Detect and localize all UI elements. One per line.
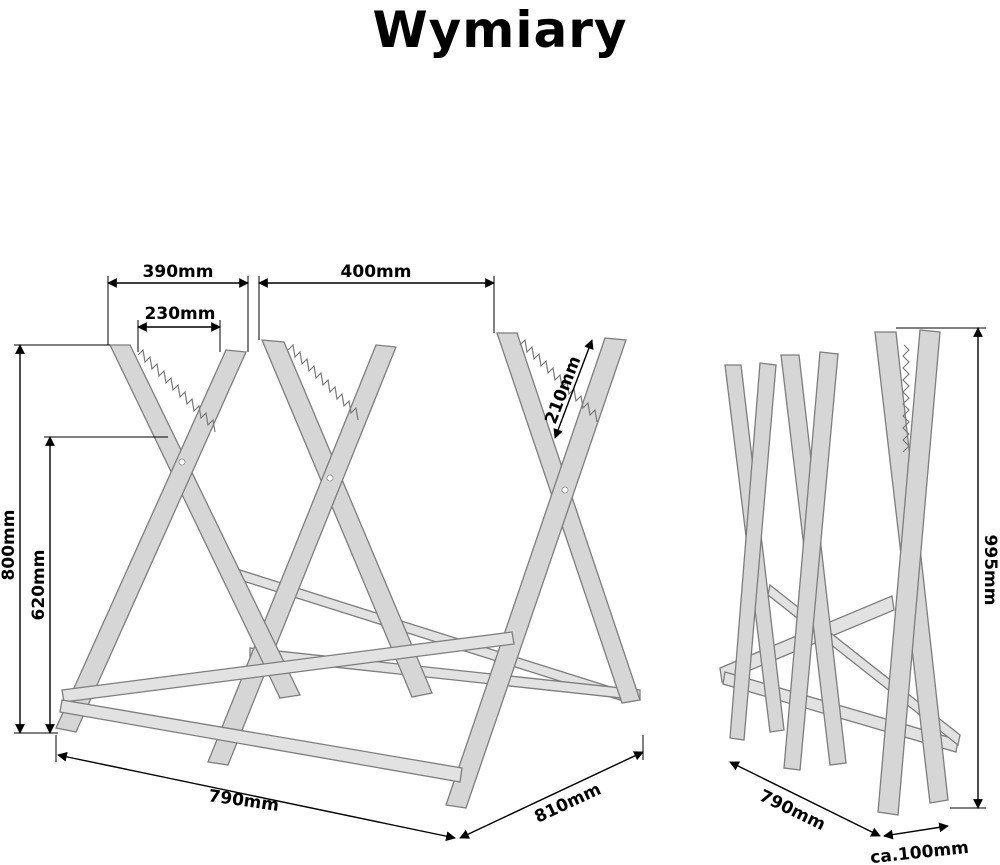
dim-folded-depth: ca.100mm: [869, 838, 969, 865]
front-frame-leg-a: [108, 344, 301, 699]
folded-frame-3-teeth: [902, 344, 910, 453]
folded-frame-1-leg-b: [729, 362, 777, 741]
dim-top-width-outer: 390mm: [143, 262, 214, 282]
front-frame-teeth: [137, 348, 216, 433]
front-bar-lower: [59, 699, 463, 783]
front-frame-leg-b: [55, 349, 247, 733]
middle-frame-leg-a: [260, 339, 433, 698]
dim-base-length: 790mm: [207, 786, 280, 816]
dim-height-inner: 620mm: [29, 550, 49, 621]
dim-leg-spacing: 400mm: [341, 262, 412, 282]
dim-top-width-inner: 230mm: [145, 304, 216, 324]
rear-pivot-bolt: [561, 486, 569, 494]
sawhorse-folded-view: [719, 329, 961, 816]
front-bar-upper: [61, 631, 515, 703]
middle-pivot-bolt: [326, 474, 334, 482]
front-pivot-bolt: [178, 458, 186, 466]
page-title: Wymiary: [372, 1, 628, 59]
dim-folded-height: 995mm: [980, 535, 1000, 606]
folded-frame-3-leg-b: [877, 329, 941, 816]
dim-height-total: 800mm: [0, 510, 19, 581]
middle-frame-teeth: [287, 343, 359, 421]
rear-bar-lower: [249, 647, 641, 701]
rear-frame-leg-a: [496, 332, 641, 704]
